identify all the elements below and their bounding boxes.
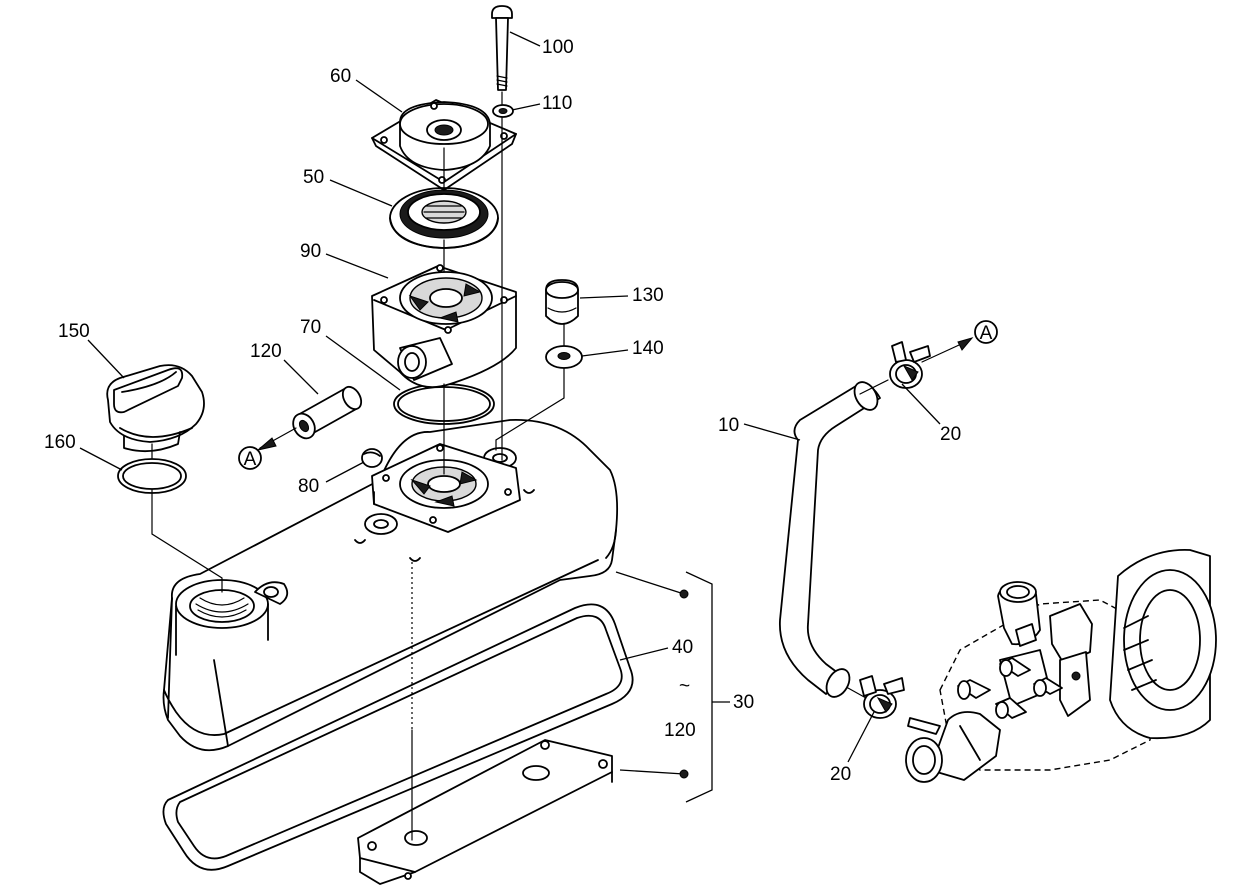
part-130-cap (545, 279, 579, 325)
kit-dot-upper (679, 589, 689, 599)
section-arrow-left: A (238, 427, 297, 470)
part-40-gasket (162, 603, 634, 871)
callout-10: 10 (718, 415, 739, 436)
callout-70: 70 (300, 317, 321, 338)
section-letter-left: A (244, 449, 257, 470)
part-150-filler-cap (106, 364, 205, 453)
callout-140: 140 (632, 338, 664, 359)
callout-110: 110 (542, 93, 572, 114)
callout-labels: 100 110 60 50 90 130 140 150 120 70 160 … (44, 37, 961, 785)
leader-lines (79, 31, 941, 763)
part-50-diaphragm (389, 187, 499, 249)
callout-130: 130 (632, 285, 664, 306)
part-160-seal (117, 458, 187, 494)
part-90-housing (371, 264, 517, 388)
engine-block-fragment (905, 549, 1217, 783)
callout-20-lower: 20 (830, 764, 851, 785)
part-breather-base (371, 443, 521, 533)
callout-100: 100 (542, 37, 574, 58)
section-letter-right: A (980, 323, 993, 344)
part-60-cover (371, 99, 517, 191)
part-20-clip-lower (859, 675, 905, 719)
section-arrow-right: A (921, 320, 998, 363)
part-140-washer (545, 345, 583, 369)
callout-20-upper: 20 (940, 424, 961, 445)
callout-160: 160 (44, 432, 76, 453)
section-marker-left (238, 446, 262, 470)
kit-dot-lower (679, 769, 689, 779)
part-100-bolt (491, 5, 513, 91)
callout-80: 80 (298, 476, 319, 497)
callout-90: 90 (300, 241, 321, 262)
callout-150: 150 (58, 321, 90, 342)
section-marker-right (974, 320, 998, 344)
part-10-hose (779, 381, 881, 698)
part-120-pipe (292, 385, 363, 440)
callout-tilde: ~ (679, 676, 690, 697)
part-bracket-plate (357, 739, 613, 885)
alignment-lines (151, 91, 889, 841)
callout-50: 50 (303, 167, 324, 188)
part-80-plug (361, 448, 383, 468)
callout-120-pipe: 120 (250, 341, 282, 362)
part-110-washer (492, 104, 514, 118)
kit-bracket-30 (615, 571, 730, 803)
callout-120-kit: 120 (664, 720, 696, 741)
callout-60: 60 (330, 66, 351, 87)
callout-30: 30 (733, 692, 754, 713)
callout-40: 40 (672, 637, 693, 658)
part-20-clip-upper (889, 341, 931, 389)
